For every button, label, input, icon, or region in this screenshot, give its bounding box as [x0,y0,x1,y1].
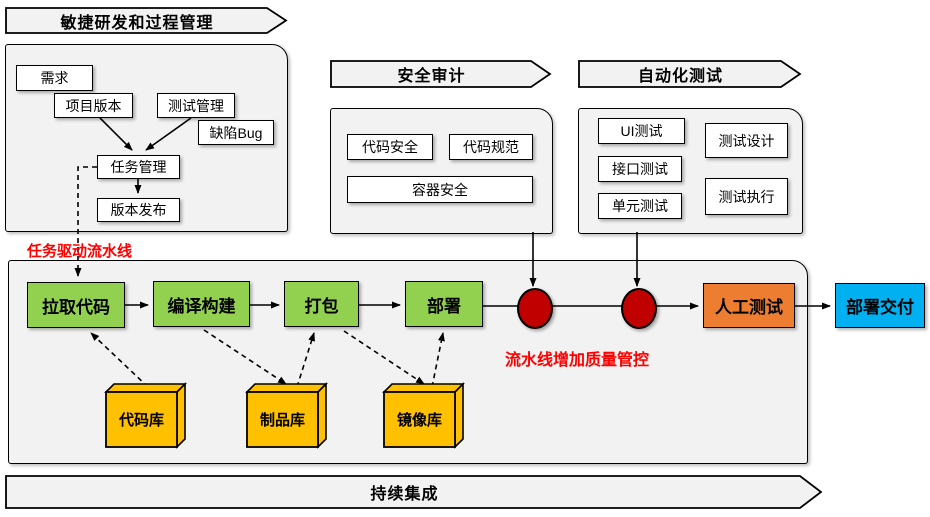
node-test-mgmt: 测试管理 [157,93,235,118]
ci-banner: 持续集成 [5,475,823,509]
stage-deploy-delivery: 部署交付 [835,283,925,328]
repo-code: 代码库 [104,382,187,449]
stage-package: 打包 [284,281,359,327]
repo-image-shape [382,382,465,449]
ci-banner-label: 持续集成 [370,486,439,503]
repo-artifact-label: 制品库 [259,412,305,429]
security-banner: 安全审计 [330,60,552,88]
agile-banner-label: 敏捷研发和过程管理 [60,14,214,32]
node-unit-test: 单元测试 [598,193,682,219]
quality-gate-security [517,288,553,329]
autotest-banner-shape [578,60,802,88]
quality-gate-autotest [621,288,657,329]
node-ui-test: UI测试 [598,118,685,144]
node-container-security: 容器安全 [347,176,533,203]
stage-compile-build: 编译构建 [153,281,250,327]
security-banner-shape [330,60,552,88]
node-test-design: 测试设计 [705,123,788,158]
node-release: 版本发布 [97,198,180,222]
node-requirements: 需求 [16,65,93,91]
security-banner-label: 安全审计 [397,68,466,85]
stage-manual-test: 人工测试 [703,283,795,328]
repo-artifact: 制品库 [245,382,328,449]
agile-banner-shape [5,7,288,34]
ci-banner-shape [5,475,823,509]
stage-pull-code: 拉取代码 [27,282,125,328]
repo-image-label: 镜像库 [396,412,442,429]
stage-deploy: 部署 [405,281,483,327]
annotation-task-driven: 任务驱动流水线 [27,243,133,260]
repo-image: 镜像库 [382,382,465,449]
agile-banner: 敏捷研发和过程管理 [5,7,288,34]
repo-code-shape [104,382,187,449]
node-test-exec: 测试执行 [705,178,788,215]
node-project-version: 项目版本 [54,93,133,118]
repo-artifact-shape [245,382,328,449]
repo-code-label: 代码库 [118,412,164,429]
autotest-banner: 自动化测试 [578,60,802,88]
node-code-security: 代码安全 [347,134,433,160]
annotation-quality-control: 流水线增加质量管控 [505,352,650,369]
node-code-standard: 代码规范 [449,134,533,160]
security-panel [330,108,553,234]
node-api-test: 接口测试 [598,156,682,182]
node-defect-bug: 缺陷Bug [198,120,274,145]
node-task-mgmt: 任务管理 [97,155,180,179]
autotest-banner-label: 自动化测试 [637,68,723,85]
